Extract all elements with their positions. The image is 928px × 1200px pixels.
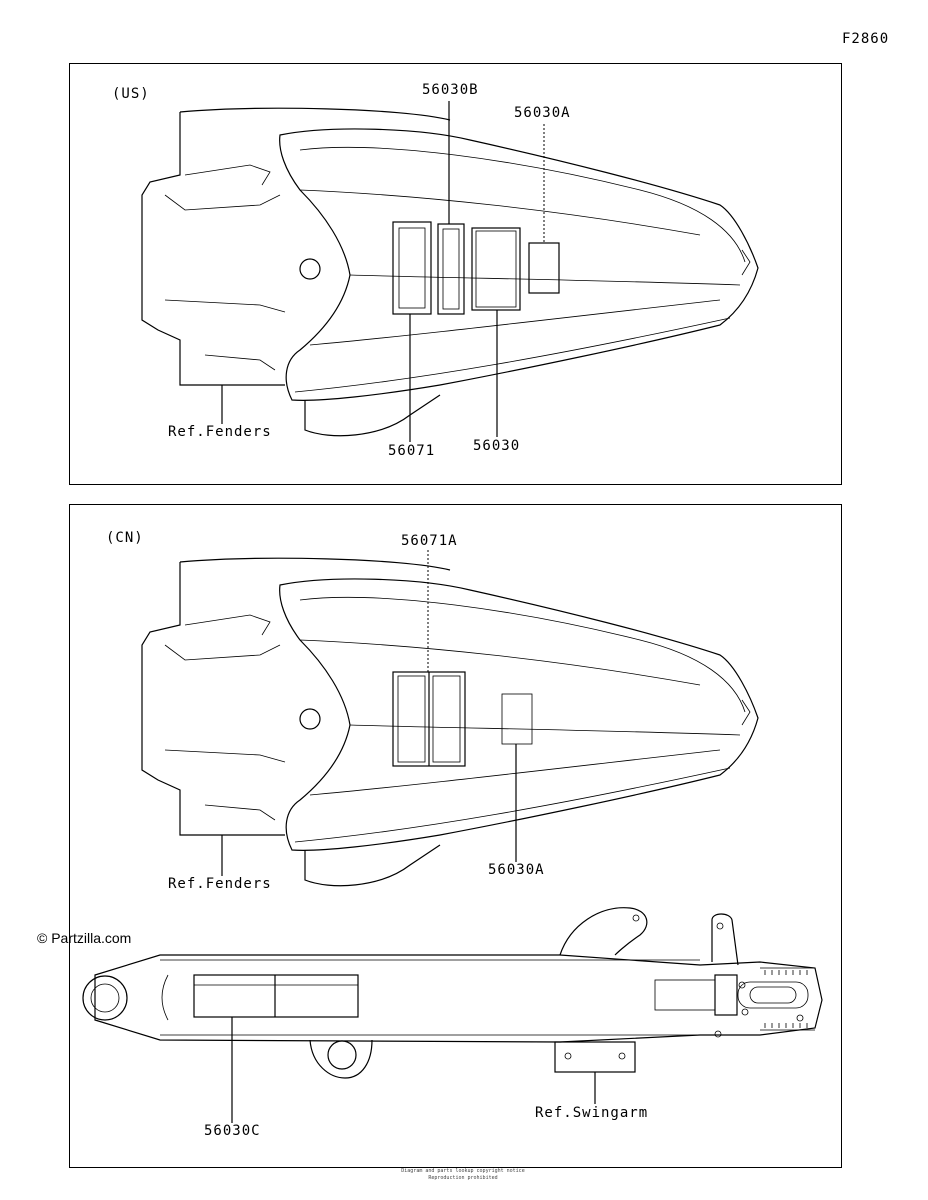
cn-panel [69, 504, 842, 1168]
figure-id: F2860 [842, 31, 890, 47]
ref-fenders-us: Ref.Fenders [168, 424, 272, 440]
us-region-label: (US) [112, 86, 150, 102]
footer-line-1: Diagram and parts lookup copyright notic… [401, 1168, 525, 1174]
footer-line-2: Reproduction prohibited [428, 1175, 498, 1181]
cn-region-label: (CN) [106, 530, 144, 546]
us-panel [69, 63, 842, 485]
ref-swingarm: Ref.Swingarm [535, 1105, 649, 1121]
callout-56071: 56071 [388, 443, 436, 459]
ref-fenders-cn: Ref.Fenders [168, 876, 272, 892]
callout-56030c: 56030C [204, 1123, 261, 1139]
callout-56030: 56030 [473, 438, 521, 454]
callout-56071a: 56071A [401, 533, 458, 549]
callout-56030a-cn: 56030A [488, 862, 545, 878]
callout-56030a-us: 56030A [514, 105, 571, 121]
partzilla-watermark: © Partzilla.com [37, 930, 132, 946]
callout-56030b: 56030B [422, 82, 479, 98]
